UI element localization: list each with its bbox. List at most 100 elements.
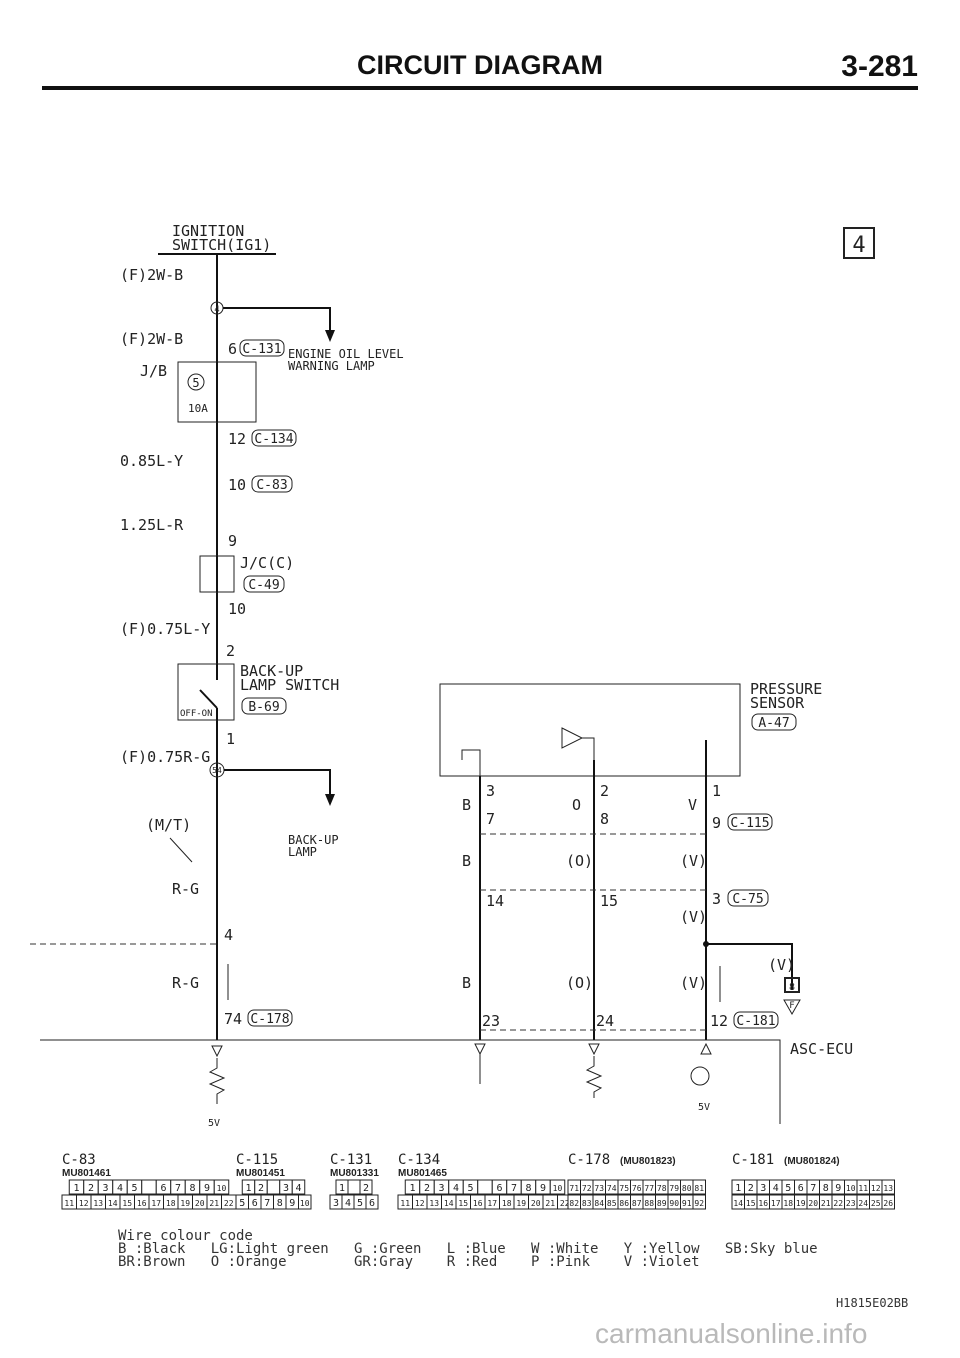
header-rule	[42, 86, 918, 90]
c75-pin-14: 14	[486, 892, 504, 910]
table-pin-label: 71	[569, 1184, 579, 1193]
backup-lamp-label-2: LAMP	[288, 845, 317, 859]
table-pin-label: 2	[258, 1183, 264, 1194]
sheet-badge: 4	[852, 233, 865, 258]
watermark: carmanualsonline.info	[595, 1318, 868, 1349]
backup-switch-label-1: BACK-UP	[240, 662, 303, 680]
table-pin-cell	[692, 1179, 706, 1195]
table-pin-label: 9	[289, 1198, 295, 1209]
table-pin-label: 88	[644, 1199, 654, 1208]
pin-6: 6	[228, 340, 237, 358]
table-pin-label: 3	[333, 1198, 339, 1209]
pin-4: 4	[224, 926, 233, 944]
table-pin-label: 22	[833, 1199, 843, 1208]
table-conn-ref: C-134	[398, 1152, 440, 1168]
table-pin-label: 1	[73, 1183, 79, 1194]
oil-lamp-wire	[223, 307, 331, 330]
table-pin-label: 81	[694, 1184, 704, 1193]
table-pin-label: 92	[694, 1199, 704, 1208]
mark-8: 8	[789, 982, 795, 993]
table-pin-label: 77	[644, 1184, 654, 1193]
table-pin-label: 2	[363, 1183, 369, 1194]
table-pin-label: 1	[245, 1183, 251, 1194]
ignition-switch-label-2: SWITCH(IG1)	[172, 236, 271, 254]
table-pin-label: 86	[619, 1199, 629, 1208]
table-pin-label: 74	[607, 1184, 617, 1193]
table-pin-label: 10	[300, 1199, 310, 1208]
table-pin-label: 2	[748, 1183, 754, 1194]
conn-c75: C-75	[732, 892, 763, 907]
table-pin-label: 76	[632, 1184, 642, 1193]
table-conn-part: (MU801823)	[620, 1156, 676, 1167]
table-pin-cell	[213, 1179, 230, 1195]
backup-lamp-label-1: BACK-UP	[288, 833, 339, 847]
oil-lamp-arrow	[325, 330, 335, 342]
c115-pin-9: 9	[712, 814, 721, 832]
table-pin-cell	[291, 1179, 306, 1195]
junction-4-label: 4	[214, 305, 219, 315]
mark-8-box	[784, 977, 800, 993]
table-pin-label: 9	[540, 1183, 546, 1194]
conn-a47-box	[751, 713, 797, 731]
table-pin-label: 11	[64, 1199, 74, 1208]
table-conn-ref: C-83	[62, 1152, 96, 1168]
conn-b69-box	[241, 697, 287, 715]
wire-v-3: (V)	[680, 908, 707, 926]
table-pin-label: 1	[339, 1183, 345, 1194]
c75-pin-15: 15	[600, 892, 618, 910]
conn-c49: C-49	[248, 578, 279, 593]
table-pin-label: 3	[102, 1183, 108, 1194]
table-pin-label: 5	[467, 1183, 473, 1194]
table-pin-label: 6	[369, 1198, 375, 1209]
table-pin-label: 17	[151, 1199, 161, 1208]
table-pin-label: 10	[553, 1184, 563, 1193]
table-pin-label: 12	[415, 1199, 425, 1208]
backup-switch-label-2: LAMP SWITCH	[240, 676, 339, 694]
table-pin-label: 3	[760, 1183, 766, 1194]
table-pin-label: 7	[810, 1183, 816, 1194]
mt-label: (M/T)	[146, 816, 191, 834]
wire-v-1: V	[688, 796, 697, 814]
wire-b-2: B	[462, 852, 471, 870]
table-pin-label: 14	[444, 1199, 454, 1208]
ecu-5v-label-2: 5V	[698, 1102, 710, 1113]
table-pin-label: 22	[560, 1199, 570, 1208]
wire-label-ig-mid: (F)2W-B	[120, 330, 183, 348]
table-pin-label: 72	[582, 1184, 592, 1193]
table-pin-label: 17	[487, 1199, 497, 1208]
table-pin-cell	[359, 1179, 373, 1195]
table-pin-label: 1	[409, 1183, 415, 1194]
table-pin-label: 7	[264, 1198, 270, 1209]
ecu-transistor-icon	[690, 1066, 710, 1086]
conn-c49-box	[243, 575, 285, 593]
table-pin-label: 21	[209, 1199, 219, 1208]
table-pin-label: 6	[798, 1183, 804, 1194]
ecu-input-resistor	[208, 1058, 226, 1104]
ecu-pin-12: 12	[710, 1012, 728, 1030]
backup-lamp-arrow	[325, 794, 335, 806]
wire-o-3: (O)	[566, 974, 593, 992]
table-pin-label: 18	[502, 1199, 512, 1208]
table-pin-label: 16	[473, 1199, 483, 1208]
table-pin-label: 17	[771, 1199, 781, 1208]
page-title: CIRCUIT DIAGRAM	[357, 50, 603, 80]
conn-c134: C-134	[254, 432, 293, 447]
pin-10b: 10	[228, 600, 246, 618]
pin-2: 2	[226, 642, 235, 660]
table-pin-label: 6	[496, 1183, 502, 1194]
wire-v-4: (V)	[768, 956, 795, 974]
c115-pin-7: 7	[486, 810, 495, 828]
c115-pin-8: 8	[600, 810, 609, 828]
table-pin-label: 18	[166, 1199, 176, 1208]
branch-8-wire	[706, 943, 793, 990]
ecu-5v-label-1: 5V	[208, 1118, 220, 1129]
asc-ecu-box	[40, 1039, 781, 1124]
jb-label: J/B	[140, 362, 167, 380]
table-pin-label: 8	[525, 1183, 531, 1194]
table-pin-label: 26	[883, 1199, 893, 1208]
table-pin-label: 4	[295, 1183, 301, 1194]
table-conn-ref: C-115	[236, 1152, 278, 1168]
conn-c178-box-a	[247, 1009, 293, 1027]
conn-b69: B-69	[248, 700, 279, 715]
wire-v-5: (V)	[680, 974, 707, 992]
